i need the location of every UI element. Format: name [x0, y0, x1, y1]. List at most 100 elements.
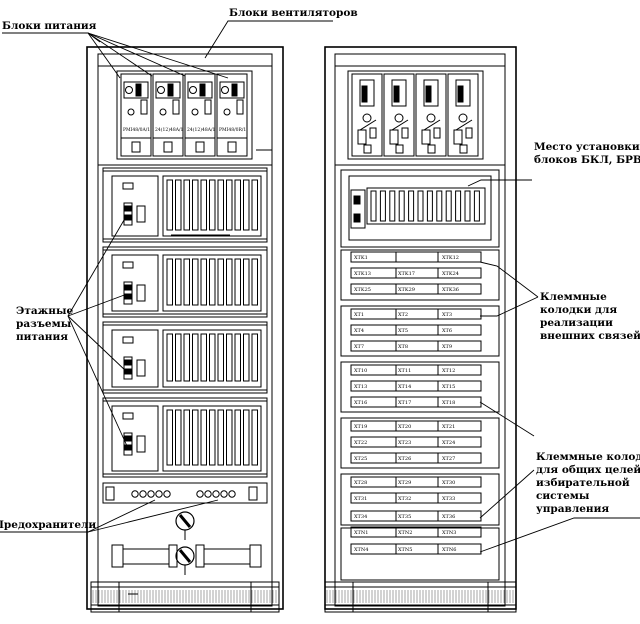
fan-bay: [347, 70, 484, 160]
rear-base: [324, 581, 517, 613]
leader-power-blocks-4: [87, 32, 186, 77]
terminal-label: XTK36: [442, 287, 459, 293]
terminal-label: XTK29: [398, 287, 415, 293]
front-cabinet-frame: [86, 46, 284, 610]
leader-floor-4: [67, 315, 128, 447]
leader-power-blocks-1: [2, 32, 101, 43]
terminal-label: XT15: [442, 384, 455, 390]
terminal-label: XTK25: [354, 287, 371, 293]
terminal-row: XTK1 XTK12: [350, 251, 482, 263]
label-power-blocks: Блоки питания: [2, 20, 97, 32]
terminal-section: [340, 417, 500, 469]
terminal-section: [340, 361, 500, 413]
terminal-label: XT20: [398, 424, 411, 430]
fan-unit: [447, 73, 479, 157]
terminal-section: [340, 473, 500, 526]
fuse-holder: [147, 490, 155, 498]
floor-module: [102, 167, 268, 243]
terminal-label: XT21: [442, 424, 455, 430]
power-switch-upper: [175, 511, 195, 540]
terminal-label: XT17: [398, 400, 411, 406]
fuse-holder: [155, 490, 163, 498]
floor-module: [102, 246, 268, 318]
terminal-label: XT19: [354, 424, 367, 430]
terminal-label: XT8: [398, 344, 408, 350]
terminal-label: XT34: [354, 514, 367, 520]
leader-floor-2: [67, 293, 128, 317]
label-floor-connectors-2: разъемы: [16, 318, 72, 330]
fan-unit: [351, 73, 383, 157]
psu-unit: 24(12)48A/1: [184, 73, 216, 157]
terminal-label: XTN6: [442, 547, 456, 553]
fuse-group: [131, 490, 236, 498]
terminal-label: XTN5: [398, 547, 412, 553]
fuse-holder: [220, 490, 228, 498]
psu-label: PMI48/0R/1: [219, 127, 246, 133]
terminal-label: XT24: [442, 440, 455, 446]
psu-unit: PMI48/0R/1: [216, 73, 248, 157]
leader-power-blocks-5: [87, 32, 229, 79]
fuse-holder: [212, 490, 220, 498]
label-common-terminals-2: для общих целей: [536, 464, 640, 476]
terminal-label: XTN4: [354, 547, 368, 553]
label-common-terminals-5: управления: [536, 503, 609, 515]
leader-floor-3: [67, 315, 128, 373]
terminal-label: XTK12: [442, 255, 459, 261]
floor-modules: [102, 167, 268, 478]
rear-cabinet-frame: [324, 46, 517, 610]
terminal-label: XTK1: [354, 255, 368, 261]
terminal-label: XT28: [354, 480, 367, 486]
terminal-label: XT23: [398, 440, 411, 446]
terminal-row: XT10 XT11 XT12: [350, 364, 482, 376]
fuse-holder: [131, 490, 139, 498]
label-fan-blocks: Блоки вентиляторов: [229, 7, 358, 19]
fan-unit: [415, 73, 447, 157]
leader-common-2: [479, 469, 535, 519]
fuse-holder: [196, 490, 204, 498]
psu-bay: [116, 70, 253, 160]
callout-leaders: [0, 20, 640, 553]
leader-external-1: [479, 261, 539, 298]
terminal-label: XTK17: [398, 271, 415, 277]
label-bkl-place-1: Место установки: [534, 141, 640, 153]
fuse-holder: [163, 490, 171, 498]
leader-bkl: [467, 179, 532, 187]
terminal-label: XT11: [398, 368, 411, 374]
terminal-label: XT7: [354, 344, 364, 350]
terminal-label: XT1: [354, 312, 364, 318]
terminal-label: XT10: [354, 368, 367, 374]
fuse-holder: [228, 490, 236, 498]
psu-unit: PMI48/0A/1: [120, 73, 152, 157]
leader-fuses-2: [87, 499, 219, 533]
label-floor-connectors-3: питания: [16, 331, 68, 343]
label-external-terminals-1: Клеммные: [540, 291, 607, 303]
terminal-label: XT2: [398, 312, 408, 318]
leader-fan-blocks: [204, 20, 333, 59]
terminal-label: XT26: [398, 456, 411, 462]
front-base: [90, 581, 280, 613]
psu-label: PMI48/0A/1: [123, 127, 150, 133]
rear-cabinet-inner-frame: [334, 53, 506, 607]
terminal-section: [340, 527, 500, 581]
terminal-label: XT18: [442, 400, 455, 406]
lower-right-connector: [195, 544, 262, 568]
bkl-frame: [348, 175, 492, 241]
terminal-label: XT12: [442, 368, 455, 374]
leader-power-blocks-2: [87, 32, 121, 79]
front-cabinet-inner-frame: [97, 53, 273, 607]
fan-unit: [383, 73, 415, 157]
terminal-label: XT32: [398, 496, 411, 502]
label-common-terminals-1: Клеммные колодки: [536, 451, 640, 463]
psu-label: 24(12)48A/1: [187, 126, 215, 133]
